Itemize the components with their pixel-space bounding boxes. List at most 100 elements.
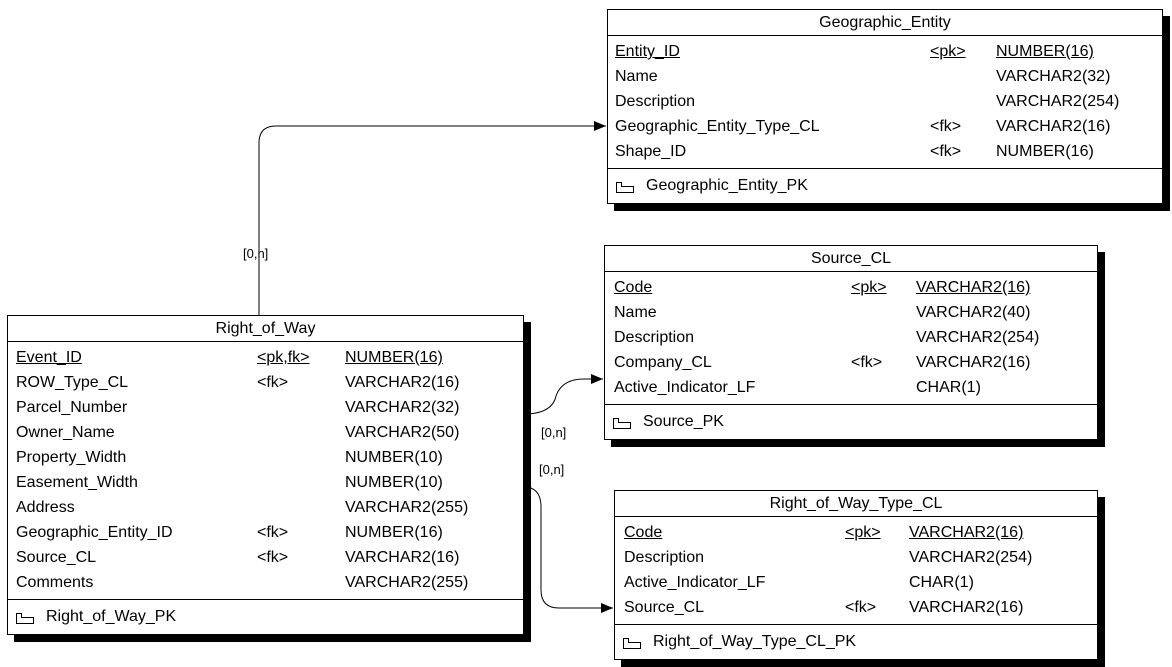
attribute-key: <pk> <box>845 524 881 541</box>
attribute-row[interactable]: Code <pk> VARCHAR2(16) <box>605 275 1097 300</box>
attribute-name: Shape_ID <box>615 143 687 160</box>
attribute-type: VARCHAR2(16) <box>345 374 460 391</box>
entity-source-cl[interactable]: Source_CL Code <pk> VARCHAR2(16) Name VA… <box>604 245 1098 440</box>
entity-geographic-entity[interactable]: Geographic_Entity Entity_ID <pk> NUMBER(… <box>607 9 1163 204</box>
primary-key-section[interactable]: Right_of_Way_Type_CL_PK <box>615 625 1097 659</box>
primary-key-section[interactable]: Source_PK <box>605 405 1097 439</box>
attribute-row[interactable]: Name VARCHAR2(40) <box>605 300 1097 325</box>
attribute-type: VARCHAR2(254) <box>996 93 1120 110</box>
attribute-name: Property_Width <box>16 449 127 466</box>
attribute-type: VARCHAR2(32) <box>996 68 1111 85</box>
attribute-name: Address <box>16 499 75 516</box>
attribute-row[interactable]: Description VARCHAR2(254) <box>615 545 1097 570</box>
attribute-type: VARCHAR2(254) <box>916 329 1040 346</box>
attribute-name: Geographic_Entity_ID <box>16 524 173 541</box>
cardinality-label: [0,n] <box>243 246 269 261</box>
attribute-name: Description <box>614 329 695 346</box>
key-index-icon <box>622 634 642 650</box>
attribute-key: <fk> <box>257 549 289 566</box>
attribute-type: NUMBER(16) <box>996 43 1094 60</box>
attribute-type: NUMBER(10) <box>345 474 443 491</box>
attribute-row[interactable]: Source_CL <fk> VARCHAR2(16) <box>8 545 523 570</box>
attribute-row[interactable]: Geographic_Entity_ID <fk> NUMBER(16) <box>8 520 523 545</box>
attribute-type: NUMBER(16) <box>996 143 1094 160</box>
connector-right-of-way-to-row-type-cl <box>523 486 613 613</box>
attribute-list: Code <pk> VARCHAR2(16) Name VARCHAR2(40)… <box>605 272 1097 405</box>
attribute-name: Code <box>624 524 663 541</box>
attribute-type: VARCHAR2(16) <box>345 549 460 566</box>
attribute-row[interactable]: Code <pk> VARCHAR2(16) <box>615 520 1097 545</box>
entity-title: Right_of_Way_Type_CL <box>615 491 1097 517</box>
attribute-name: Name <box>614 304 657 321</box>
attribute-key: <pk> <box>930 43 966 60</box>
attribute-key: <fk> <box>851 354 883 371</box>
attribute-row[interactable]: Address VARCHAR2(255) <box>8 495 523 520</box>
entity-title: Right_of_Way <box>8 316 523 342</box>
cardinality-label: [0,n] <box>541 425 567 440</box>
attribute-name: Parcel_Number <box>16 399 128 416</box>
attribute-key: <fk> <box>257 524 289 541</box>
attribute-row[interactable]: Parcel_Number VARCHAR2(32) <box>8 395 523 420</box>
attribute-row[interactable]: Description VARCHAR2(254) <box>605 325 1097 350</box>
attribute-row[interactable]: Source_CL <fk> VARCHAR2(16) <box>615 595 1097 620</box>
primary-key-name: Right_of_Way_PK <box>46 608 177 625</box>
attribute-row[interactable]: Active_Indicator_LF CHAR(1) <box>615 570 1097 595</box>
attribute-name: Code <box>614 279 653 296</box>
entity-right-of-way-type-cl[interactable]: Right_of_Way_Type_CL Code <pk> VARCHAR2(… <box>614 490 1098 660</box>
attribute-type: VARCHAR2(16) <box>916 354 1031 371</box>
key-index-icon <box>15 609 35 625</box>
attribute-type: NUMBER(16) <box>345 524 443 541</box>
attribute-name: Geographic_Entity_Type_CL <box>615 118 820 135</box>
attribute-type: VARCHAR2(16) <box>916 279 1031 296</box>
attribute-row[interactable]: Active_Indicator_LF CHAR(1) <box>605 375 1097 400</box>
attribute-type: VARCHAR2(50) <box>345 424 460 441</box>
entity-right-of-way[interactable]: Right_of_Way Event_ID <pk,fk> NUMBER(16)… <box>7 315 524 635</box>
attribute-type: VARCHAR2(254) <box>909 549 1033 566</box>
key-index-icon <box>615 178 635 194</box>
attribute-row[interactable]: Easement_Width NUMBER(10) <box>8 470 523 495</box>
attribute-type: VARCHAR2(32) <box>345 399 460 416</box>
primary-key-name: Right_of_Way_Type_CL_PK <box>653 633 857 650</box>
attribute-key: <pk> <box>851 279 887 296</box>
attribute-row[interactable]: Company_CL <fk> VARCHAR2(16) <box>605 350 1097 375</box>
attribute-name: Source_CL <box>624 599 705 616</box>
attribute-name: Name <box>615 68 658 85</box>
attribute-name: ROW_Type_CL <box>16 374 129 391</box>
attribute-type: VARCHAR2(16) <box>909 599 1024 616</box>
attribute-list: Code <pk> VARCHAR2(16) Description VARCH… <box>615 517 1097 625</box>
entity-title: Source_CL <box>605 246 1097 272</box>
attribute-row[interactable]: Event_ID <pk,fk> NUMBER(16) <box>8 345 523 370</box>
attribute-key: <pk,fk> <box>257 349 310 366</box>
connector-right-of-way-to-source-cl <box>523 374 603 415</box>
attribute-row[interactable]: ROW_Type_CL <fk> VARCHAR2(16) <box>8 370 523 395</box>
primary-key-section[interactable]: Geographic_Entity_PK <box>608 169 1162 203</box>
attribute-name: Owner_Name <box>16 424 115 441</box>
attribute-key: <fk> <box>257 374 289 391</box>
attribute-name: Source_CL <box>16 549 97 566</box>
cardinality-label: [0,n] <box>539 462 565 477</box>
attribute-list: Entity_ID <pk> NUMBER(16) Name VARCHAR2(… <box>608 36 1162 169</box>
attribute-row[interactable]: Name VARCHAR2(32) <box>608 64 1162 89</box>
attribute-name: Company_CL <box>614 354 712 371</box>
primary-key-name: Geographic_Entity_PK <box>646 177 808 194</box>
attribute-row[interactable]: Property_Width NUMBER(10) <box>8 445 523 470</box>
entity-title: Geographic_Entity <box>608 10 1162 36</box>
primary-key-name: Source_PK <box>643 413 724 430</box>
attribute-row[interactable]: Entity_ID <pk> NUMBER(16) <box>608 39 1162 64</box>
attribute-type: NUMBER(16) <box>345 349 443 366</box>
attribute-key: <fk> <box>845 599 877 616</box>
attribute-type: CHAR(1) <box>916 379 981 396</box>
primary-key-section[interactable]: Right_of_Way_PK <box>8 600 523 634</box>
attribute-row[interactable]: Description VARCHAR2(254) <box>608 89 1162 114</box>
attribute-name: Event_ID <box>16 349 82 366</box>
connector-right-of-way-to-geographic-entity <box>258 121 606 315</box>
attribute-type: VARCHAR2(255) <box>345 499 469 516</box>
attribute-row[interactable]: Owner_Name VARCHAR2(50) <box>8 420 523 445</box>
attribute-row[interactable]: Geographic_Entity_Type_CL <fk> VARCHAR2(… <box>608 114 1162 139</box>
attribute-name: Comments <box>16 574 94 591</box>
key-index-icon <box>612 414 632 430</box>
attribute-name: Entity_ID <box>615 43 680 60</box>
attribute-row[interactable]: Shape_ID <fk> NUMBER(16) <box>608 139 1162 164</box>
attribute-row[interactable]: Comments VARCHAR2(255) <box>8 570 523 595</box>
